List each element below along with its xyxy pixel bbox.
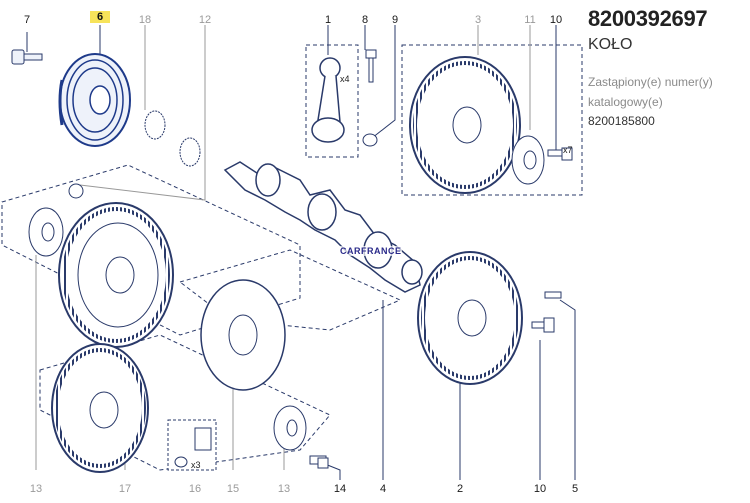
callout-13-bottom[interactable]: 13	[277, 483, 291, 495]
callout-15[interactable]: 15	[226, 483, 240, 495]
connecting-rod-icon[interactable]	[311, 57, 345, 143]
watermark-label: CARFRANCE	[340, 246, 402, 256]
plate-icon[interactable]	[200, 279, 286, 391]
part-info-panel: 8200392697 KOŁO Zastąpiony(e) numer(y) k…	[588, 6, 748, 130]
plate-icon[interactable]	[511, 135, 545, 185]
part-name: KOŁO	[588, 36, 633, 53]
bolt-icon[interactable]	[365, 49, 377, 83]
callout-6[interactable]: 6	[90, 11, 110, 23]
callout-17[interactable]: 17	[118, 483, 132, 495]
callout-12[interactable]: 12	[198, 14, 212, 26]
callout-9[interactable]: 9	[391, 14, 399, 26]
flywheel-icon[interactable]	[417, 251, 523, 385]
callout-10-bottom[interactable]: 10	[533, 483, 547, 495]
callout-14[interactable]: 14	[333, 483, 347, 495]
callout-8[interactable]: 8	[361, 14, 369, 26]
bolt-icon[interactable]	[11, 49, 43, 65]
replacement-number-link[interactable]: 8200185800	[588, 114, 655, 128]
callout-4[interactable]: 4	[379, 483, 387, 495]
callout-13-left[interactable]: 13	[29, 483, 43, 495]
plate-icon[interactable]	[28, 207, 64, 257]
quantity-nut: x3	[191, 460, 201, 470]
callout-2[interactable]: 2	[456, 483, 464, 495]
flywheel-icon[interactable]	[51, 343, 149, 473]
flywheel-icon[interactable]	[58, 202, 174, 348]
plate-icon[interactable]	[273, 405, 307, 451]
pulley-icon[interactable]	[58, 53, 131, 147]
gear-icon[interactable]	[144, 110, 201, 167]
bolt-icon[interactable]	[531, 291, 562, 333]
nut-icon[interactable]	[68, 183, 84, 199]
callout-1[interactable]: 1	[324, 14, 332, 26]
quantity-rod: x4	[340, 74, 350, 84]
crankshaft-icon[interactable]	[223, 161, 423, 293]
callout-11[interactable]: 11	[524, 14, 536, 26]
bolt-icon[interactable]	[309, 455, 329, 469]
callout-18[interactable]: 18	[138, 14, 152, 26]
flywheel-icon[interactable]	[409, 56, 521, 194]
callout-7[interactable]: 7	[23, 14, 31, 26]
callout-16[interactable]: 16	[188, 483, 202, 495]
quantity-bolt: x7	[563, 145, 573, 155]
instruction-sheet-icon[interactable]	[167, 419, 217, 471]
callout-5[interactable]: 5	[571, 483, 579, 495]
callout-3[interactable]: 3	[474, 14, 482, 26]
callout-10-top[interactable]: 10	[549, 14, 563, 26]
bolt-icon[interactable]	[547, 147, 573, 161]
replaced-label: Zastąpiony(e) numer(y) katalogowy(e)	[588, 75, 713, 109]
part-number: 8200392697	[588, 6, 708, 31]
nut-icon[interactable]	[362, 133, 378, 147]
